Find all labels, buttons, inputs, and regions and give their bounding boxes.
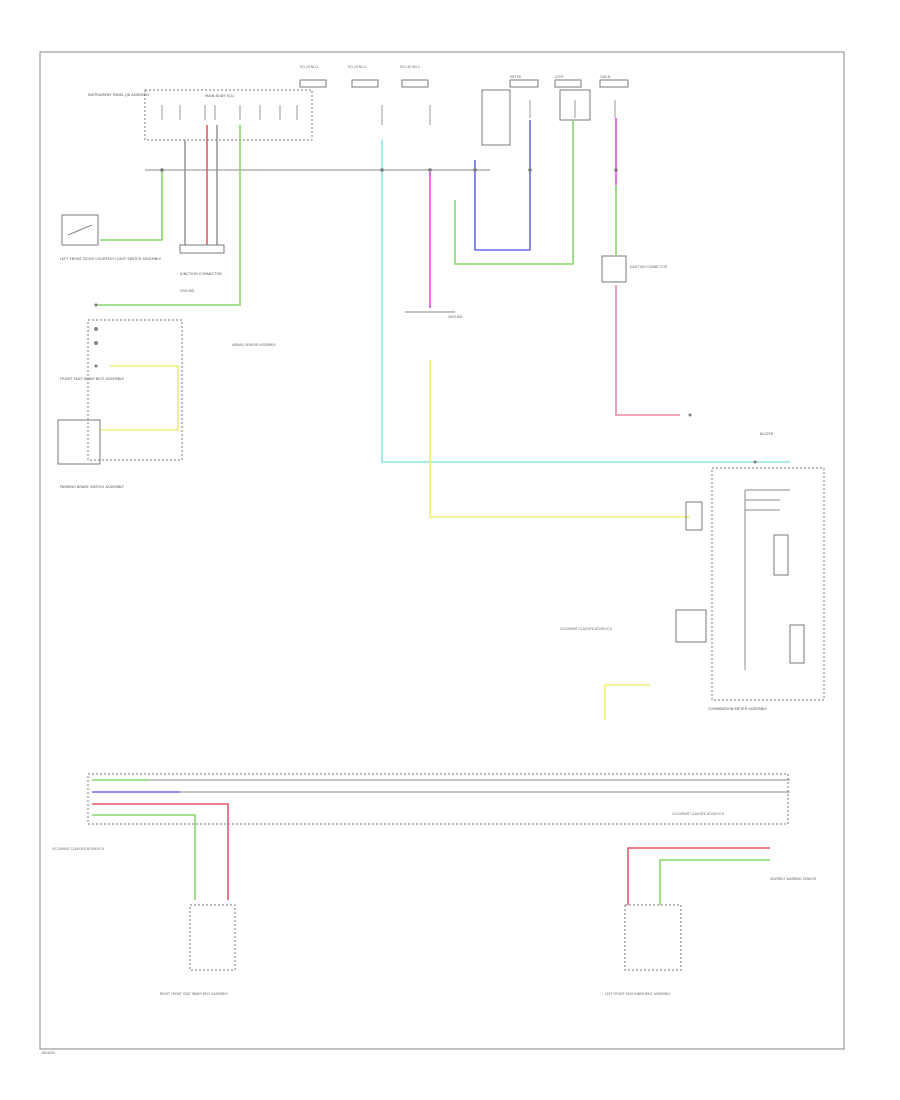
wire-bottom-green-2 bbox=[92, 814, 196, 900]
main-body-ecu-box bbox=[144, 89, 313, 141]
fuse-4-label: METER bbox=[510, 75, 522, 79]
wire-left-red bbox=[627, 847, 770, 905]
corner-code: W04000 bbox=[42, 1051, 55, 1055]
main-body-ecu-label: MAIN BODY ECU bbox=[205, 94, 234, 98]
ground-mid: GROUND bbox=[405, 311, 463, 319]
ground-label: GROUND bbox=[180, 289, 195, 293]
fuse-1-box bbox=[299, 79, 327, 88]
fuse-block-top: INSTRUMENT PANEL J/B ASSEMBLY MAIN BODY … bbox=[88, 65, 629, 171]
seat-sensor-label: SEATBELT WARNING SENSOR bbox=[770, 877, 817, 881]
block-pin-ticks bbox=[161, 100, 616, 125]
wire-pink-right bbox=[615, 285, 680, 416]
wire-left-green bbox=[659, 859, 770, 905]
parking-brake-switch-box bbox=[57, 419, 101, 465]
occupant-ecu-label-3: OCCUPANT CLASSIFICATION ECU bbox=[672, 812, 725, 816]
diagram-frame bbox=[39, 51, 845, 1050]
fuse-6-label: CAN-B bbox=[600, 75, 610, 79]
left-belt-label: LEFT FRONT SEAT INNER BELT ASSEMBLY bbox=[605, 992, 670, 996]
fuse-2-label: ECU-B NO.2 bbox=[348, 65, 367, 69]
wire-meter-ground bbox=[604, 684, 650, 720]
junction-a-label: JUNCTION CONNECTOR bbox=[179, 272, 222, 276]
wire-yellow-park bbox=[100, 365, 179, 431]
combo-meter-label: COMBINATION METER ASSEMBLY bbox=[708, 707, 768, 711]
buckle-region: FRONT SEAT INNER BELT ASSEMBLY PARKING B… bbox=[57, 319, 276, 489]
wires bbox=[92, 118, 790, 905]
wire-door-switch bbox=[100, 170, 163, 241]
fuse-3-label: ECU-IG NO.2 bbox=[400, 65, 420, 69]
buzzer-label: BUZZER bbox=[760, 432, 774, 436]
wire-yellow-meter bbox=[429, 360, 690, 518]
connector-dots bbox=[94, 168, 757, 464]
occupant-ecu-label-2: OCCUPANT CLASSIFICATION ECU bbox=[52, 847, 105, 851]
wire-bottom-red bbox=[92, 803, 229, 900]
fuse-5-box bbox=[554, 79, 582, 88]
junction-b: JUNCTION CONNECTOR bbox=[601, 255, 668, 283]
wire-green-stop bbox=[454, 120, 574, 265]
ecu-right-box bbox=[481, 89, 511, 146]
fuse-block-title: INSTRUMENT PANEL J/B ASSEMBLY bbox=[88, 93, 151, 97]
junction-b-label: JUNCTION CONNECTOR bbox=[629, 265, 668, 269]
wire-green-junction bbox=[95, 125, 241, 306]
fuse-4-box bbox=[509, 79, 539, 88]
parking-brake-label: PARKING BRAKE SWITCH ASSEMBLY bbox=[60, 485, 125, 489]
right-belt: RIGHT FRONT SEAT INNER BELT ASSEMBLY bbox=[160, 904, 236, 996]
ecu-right-box-2 bbox=[559, 89, 591, 121]
door-switch-label: LEFT FRONT DOOR COURTESY LIGHT SWITCH AS… bbox=[60, 257, 162, 261]
junction-a: JUNCTION CONNECTOR GROUND bbox=[179, 244, 225, 293]
combination-meter: COMBINATION METER ASSEMBLY OCCUPANT CLAS… bbox=[560, 432, 825, 711]
door-switch: LEFT FRONT DOOR COURTESY LIGHT SWITCH AS… bbox=[60, 214, 162, 261]
buckle-switch-label: FRONT SEAT INNER BELT ASSEMBLY bbox=[60, 377, 125, 381]
wire-blue bbox=[474, 120, 531, 251]
airbag-ref-label: AIRBAG SENSOR ASSEMBLY bbox=[232, 343, 276, 347]
fuse-5-label: STOP bbox=[555, 75, 563, 79]
fuse-2-box bbox=[351, 79, 379, 88]
occupant-ecu-label: OCCUPANT CLASSIFICATION ECU bbox=[560, 627, 613, 631]
ground-mid-label: GROUND bbox=[448, 315, 463, 319]
fuse-1-label: ECU-B NO.1 bbox=[300, 65, 319, 69]
fuse-3-box bbox=[401, 79, 429, 88]
bottom-bus-frame: OCCUPANT CLASSIFICATION ECU OCCUPANT CLA… bbox=[52, 773, 817, 881]
fuse-6-box bbox=[599, 79, 629, 88]
left-belt: LEFT FRONT SEAT INNER BELT ASSEMBLY bbox=[605, 904, 682, 996]
right-belt-label: RIGHT FRONT SEAT INNER BELT ASSEMBLY bbox=[160, 992, 228, 996]
wire-cyan bbox=[381, 140, 790, 463]
